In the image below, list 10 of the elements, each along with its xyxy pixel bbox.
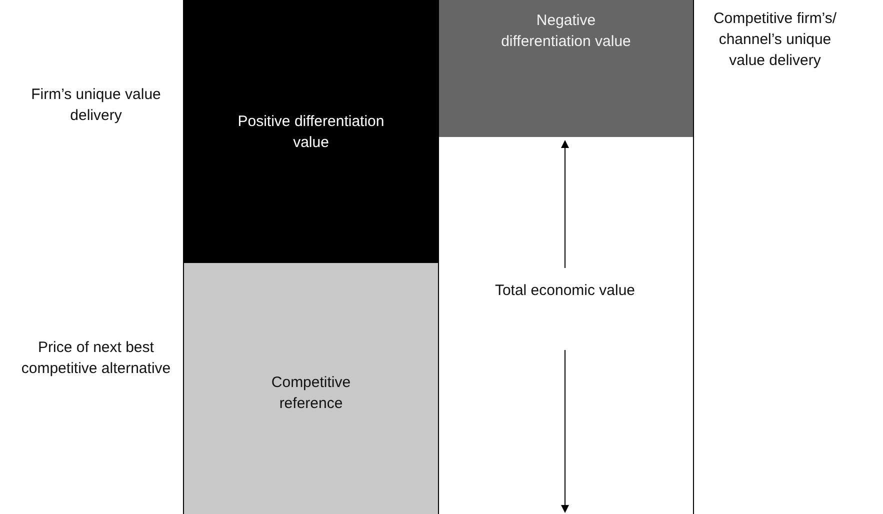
side-label: Competitive firm’s/ channel’s unique value delivery bbox=[712, 9, 838, 71]
value-block bbox=[183, 0, 439, 263]
side-label: Price of next best competitive alternative bbox=[20, 338, 172, 379]
value-block bbox=[183, 263, 439, 514]
side-label: Total economic value bbox=[494, 281, 636, 301]
block-label: Negative differentiation value bbox=[500, 11, 632, 52]
block-label: Positive differentiation value bbox=[236, 112, 386, 152]
value-block bbox=[438, 0, 694, 137]
side-label: Firm’s unique value delivery bbox=[30, 85, 162, 126]
block-label: Competitive reference bbox=[270, 373, 352, 414]
